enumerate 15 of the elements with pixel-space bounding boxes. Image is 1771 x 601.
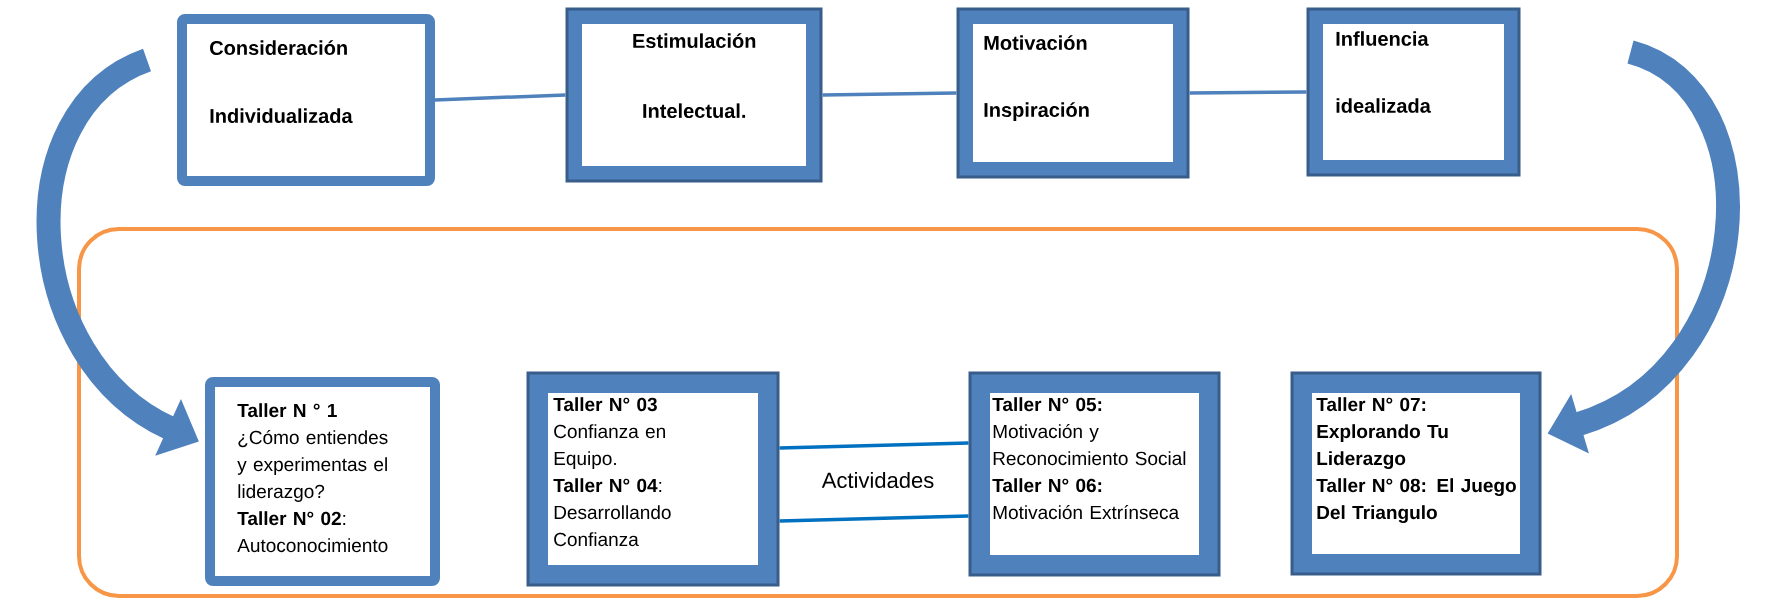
edge-label: Actividades — [818, 468, 938, 492]
concept-box: Motivación Inspiración — [956, 7, 1190, 179]
rounded-frame — [77, 227, 1679, 598]
connector-line — [822, 91, 957, 97]
connector-line — [779, 514, 969, 523]
workshop-box: Taller N° 07: Explorando Tu Liderazgo Taller N° 08: El Juego Del Triangulo — [1290, 371, 1542, 576]
workshop-box: Taller N ° 1 ¿Cómo entiendes y experimentas el liderazgo? Taller N° 02: Autoconocimiento — [205, 377, 440, 586]
connector-line — [779, 441, 969, 450]
concept-box: Influencia idealizada — [1306, 7, 1521, 177]
workshop-box: Taller N° 05: Motivación y Reconocimiento Social Taller N° 06: Motivación Extrínseca — [968, 371, 1221, 577]
workshop-box: Taller N° 03 Confianza en Equipo. Taller N° 04: Desarrollando Confianza — [526, 371, 780, 587]
concept-box: Consideración Individualizada — [177, 14, 435, 186]
connector-line — [1189, 90, 1307, 95]
connector-line — [434, 93, 566, 102]
concept-box: Estimulación Intelectual. — [565, 7, 823, 183]
